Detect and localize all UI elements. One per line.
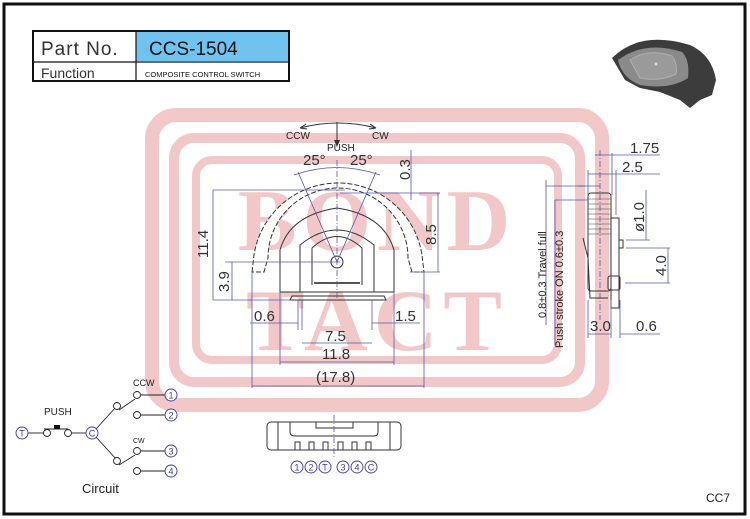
pin-label: 2 (308, 463, 313, 473)
dim-0-6-side: 0.6 (636, 318, 657, 335)
pin-label: 1 (294, 463, 299, 473)
circuit-cw-label: CW (133, 438, 145, 445)
function-label: Function (41, 65, 95, 81)
watermark: BOND TACT (145, 108, 609, 412)
dim-17-8: (17.8) (316, 369, 355, 386)
circuit-ccw-label: CCW (133, 378, 155, 388)
dim-7-5: 7.5 (325, 328, 346, 345)
pin-label: C (368, 463, 375, 473)
dim-angle-left: 25° (303, 152, 326, 169)
dim-11-8: 11.8 (322, 346, 350, 363)
terminal-c: C (89, 429, 96, 439)
dim-angle-right: 25° (350, 152, 373, 169)
front-view: CCW CW PUSH 25° 25° 11.4 3.9 8.5 0.3 (195, 122, 440, 388)
travel-label: 0.8±0.3 Travel full (537, 231, 549, 318)
dim-11-4: 11.4 (195, 230, 212, 258)
watermark-line2: TACT (246, 273, 508, 370)
pin-labels: 1 2 T 3 4 C (290, 460, 378, 474)
dim-1-5: 1.5 (395, 308, 416, 325)
dim-8-5: 8.5 (423, 224, 440, 245)
terminal-1: 1 (168, 391, 173, 401)
dim-diameter-1-0: ø1.0 (631, 202, 648, 232)
terminal-2: 2 (168, 411, 173, 421)
part-no-label: Part No. (41, 39, 119, 60)
ccw-label: CCW (286, 131, 310, 142)
circuit-title: Circuit (82, 481, 119, 496)
cw-label: CW (372, 131, 389, 142)
dim-0-3: 0.3 (397, 159, 414, 180)
pin-label: 3 (340, 463, 345, 473)
dim-1-75: 1.75 (630, 140, 659, 157)
side-view: 0.8±0.3 Travel full Push stroke ON 0.6±0… (537, 140, 670, 348)
push-stroke-label: Push stroke ON 0.6±0.3 (554, 231, 566, 348)
product-3d-image (612, 39, 716, 108)
bottom-view: 1 2 T 3 4 C (266, 415, 402, 474)
dim-4-0: 4.0 (653, 255, 670, 276)
circuit-push-label: PUSH (44, 407, 72, 418)
terminal-t: T (19, 429, 25, 439)
terminal-3: 3 (168, 447, 173, 457)
dim-3-9: 3.9 (216, 271, 233, 292)
pin-label: 4 (354, 463, 359, 473)
function-value: COMPOSITE CONTROL SWITCH (145, 70, 260, 79)
dim-3-0: 3.0 (590, 318, 611, 335)
pin-label: T (322, 463, 328, 473)
circuit-diagram: T C 1 2 3 4 PUSH CCW CW Circuit (15, 378, 178, 496)
title-block: Part No. CCS-1504 Function COMPOSITE CON… (32, 30, 290, 82)
push-label: PUSH (327, 143, 355, 154)
dim-0-6: 0.6 (254, 308, 275, 325)
dim-2-5: 2.5 (622, 159, 643, 176)
page-code: CC7 (706, 491, 730, 505)
terminal-4: 4 (168, 467, 173, 477)
part-no-value: CCS-1504 (149, 39, 238, 60)
